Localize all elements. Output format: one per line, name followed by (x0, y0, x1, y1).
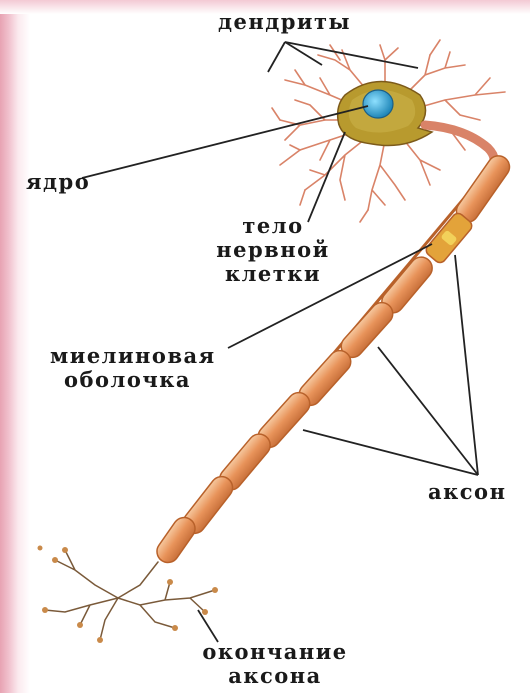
axon-hillock (425, 125, 494, 168)
label-dendrites: дендриты (218, 10, 351, 34)
label-axon-terminal-line2: аксона (175, 664, 375, 688)
label-cell-body-line1: тело (198, 214, 348, 238)
label-axon-terminal-line1: окончание (175, 640, 375, 664)
nucleus (363, 90, 393, 118)
label-axon: аксон (428, 480, 506, 504)
axon-terminal (45, 550, 215, 640)
axon-terminal-knobs (38, 546, 219, 644)
label-nucleus: ядро (26, 170, 90, 194)
label-cell-body-line3: клетки (198, 262, 348, 286)
label-myelin-line2: оболочка (64, 368, 191, 392)
label-cell-body-line2: нервной (198, 238, 348, 262)
label-myelin-line1: миелиновая (50, 344, 216, 368)
